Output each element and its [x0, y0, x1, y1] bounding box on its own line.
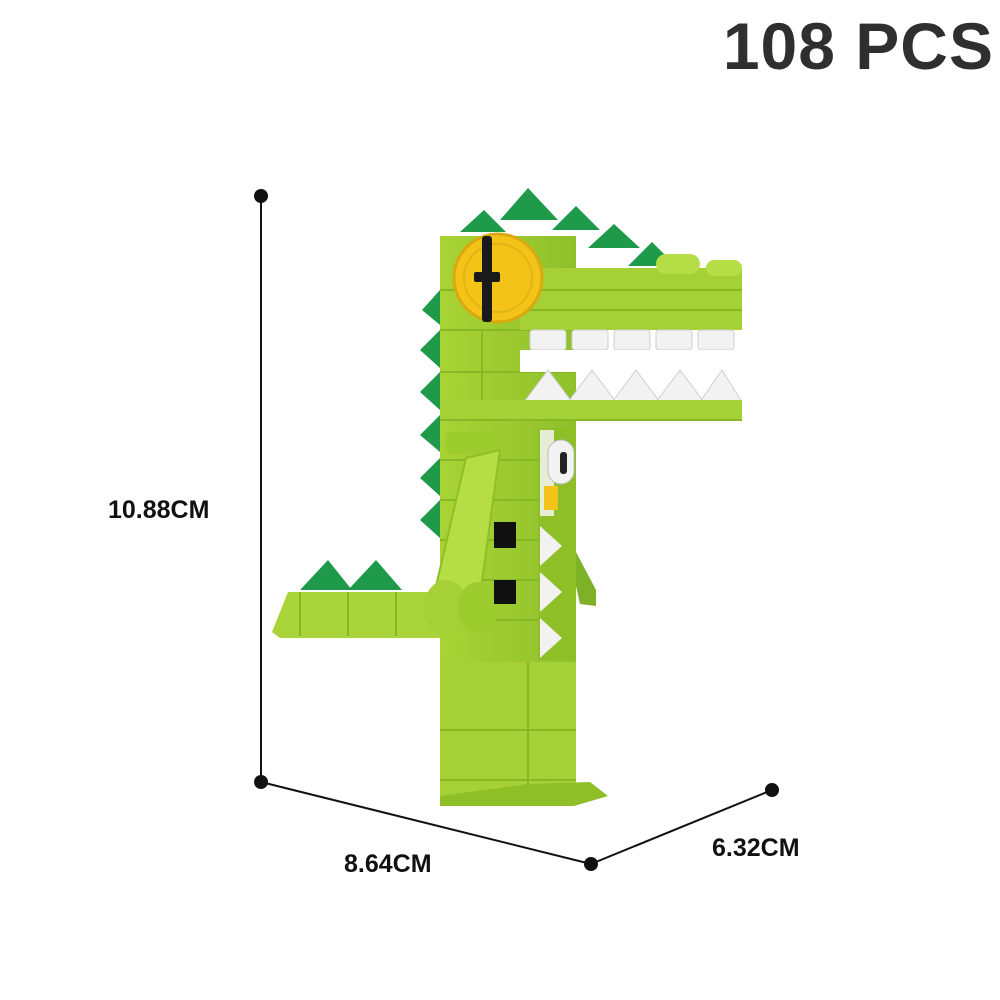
tail — [272, 560, 445, 638]
depth-line — [590, 789, 773, 865]
depth-end-dot — [765, 783, 779, 797]
width-line — [260, 781, 592, 865]
back-spikes — [420, 290, 440, 538]
piece-count-label: 108 PCS — [722, 9, 994, 83]
foot — [440, 782, 608, 806]
side-hole-1 — [494, 522, 516, 548]
eye-icon — [452, 232, 544, 324]
tail-spike-1 — [300, 560, 352, 590]
lower-jaw — [440, 400, 742, 420]
tail-spike-2 — [348, 560, 402, 590]
legs — [440, 662, 608, 806]
arm — [424, 432, 502, 636]
depth-dimension-label: 6.32CM — [712, 834, 800, 862]
upper-jaw — [520, 254, 742, 330]
corner-left-dot — [254, 775, 268, 789]
side-hole-2 — [494, 580, 516, 604]
height-top-dot — [254, 189, 268, 203]
width-dimension-label: 8.64CM — [344, 850, 432, 878]
height-dimension-label: 10.88CM — [108, 496, 210, 524]
mouth-gap — [520, 350, 742, 372]
upper-teeth — [529, 329, 735, 351]
right-arm — [576, 552, 596, 606]
belly-panel — [538, 428, 576, 660]
corner-front-dot — [584, 857, 598, 871]
